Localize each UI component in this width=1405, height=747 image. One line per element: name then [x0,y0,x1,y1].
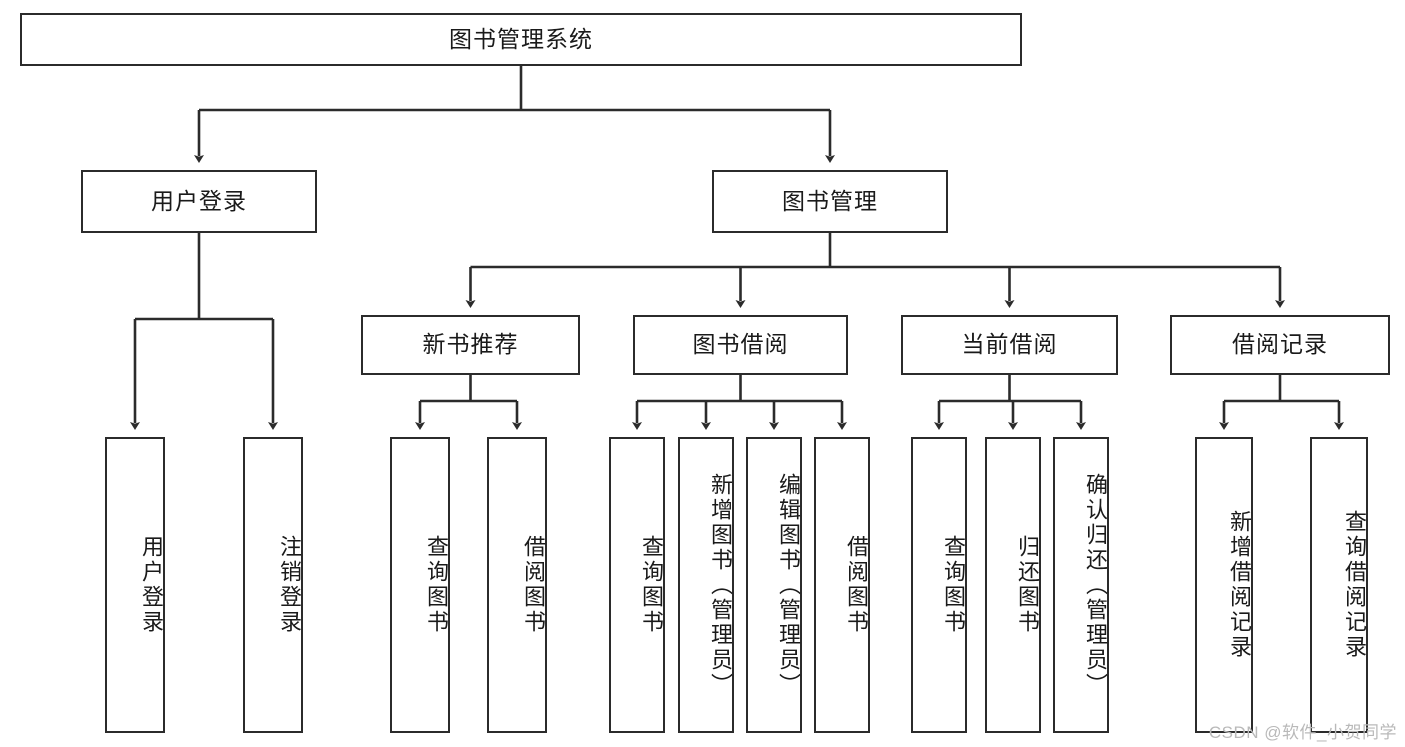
leaf-query-book-current[interactable]: 查询图书 [911,437,967,733]
leaf-add-book-label: 新增图书（管理员） [708,472,733,698]
node-book-borrow[interactable]: 图书借阅 [633,315,848,375]
node-book-manage[interactable]: 图书管理 [712,170,948,233]
csdn-watermark: CSDN @软件_小贺同学 [1208,723,1397,742]
leaf-add-borrow-record[interactable]: 新增借阅记录 [1195,437,1253,733]
leaf-query-book-newbook[interactable]: 查询图书 [390,437,450,733]
node-borrow-record[interactable]: 借阅记录 [1170,315,1390,375]
node-root-label: 图书管理系统 [449,25,593,52]
leaf-return-book-label: 归还图书 [1015,535,1040,635]
leaf-query-book-current-label: 查询图书 [941,535,966,635]
leaf-logout-label: 注销登录 [277,535,302,635]
leaf-query-book-borrow-label: 查询图书 [639,535,664,635]
leaf-edit-book-label: 编辑图书（管理员） [776,472,801,698]
leaf-user-login[interactable]: 用户登录 [105,437,165,733]
node-user-login-label: 用户登录 [151,187,247,214]
node-current-borrow-label: 当前借阅 [961,331,1058,358]
leaf-borrow-book-newbook[interactable]: 借阅图书 [487,437,547,733]
leaf-query-book-newbook-label: 查询图书 [424,535,449,635]
leaf-return-book[interactable]: 归还图书 [985,437,1041,733]
node-new-book-recommend[interactable]: 新书推荐 [361,315,580,375]
leaf-confirm-return-label: 确认归还（管理员） [1083,472,1108,698]
node-borrow-record-label: 借阅记录 [1232,331,1328,358]
leaf-user-login-label: 用户登录 [139,535,164,635]
leaf-borrow-book-label: 借阅图书 [844,535,869,635]
node-new-book-recommend-label: 新书推荐 [422,331,519,358]
leaf-edit-book[interactable]: 编辑图书（管理员） [746,437,802,733]
leaf-borrow-book[interactable]: 借阅图书 [814,437,870,733]
leaf-add-book[interactable]: 新增图书（管理员） [678,437,734,733]
node-book-manage-label: 图书管理 [782,187,878,214]
node-user-login[interactable]: 用户登录 [81,170,317,233]
leaf-query-borrow-record-label: 查询借阅记录 [1342,510,1367,660]
leaf-query-book-borrow[interactable]: 查询图书 [609,437,665,733]
leaf-query-borrow-record[interactable]: 查询借阅记录 [1310,437,1368,733]
leaf-borrow-book-newbook-label: 借阅图书 [521,535,546,635]
leaf-confirm-return[interactable]: 确认归还（管理员） [1053,437,1109,733]
leaf-add-borrow-record-label: 新增借阅记录 [1227,510,1252,660]
node-book-borrow-label: 图书借阅 [692,331,789,358]
node-root[interactable]: 图书管理系统 [20,13,1022,66]
node-current-borrow[interactable]: 当前借阅 [901,315,1118,375]
leaf-logout[interactable]: 注销登录 [243,437,303,733]
